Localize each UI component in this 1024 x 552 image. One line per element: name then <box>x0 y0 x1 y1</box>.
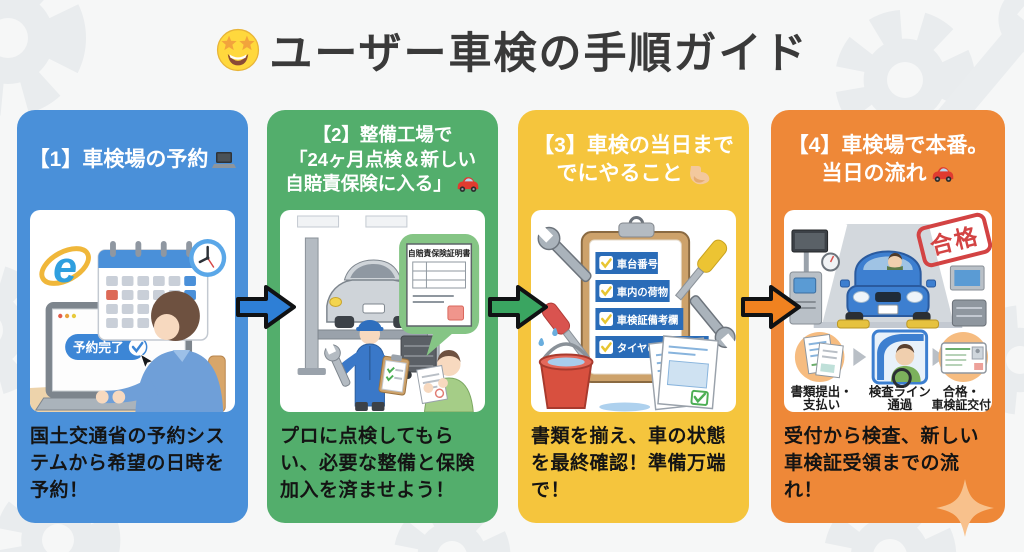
person-typing <box>95 291 224 412</box>
wrench-icon <box>324 343 351 387</box>
speech-bubble: 自賠責保険証明書 <box>399 234 480 356</box>
browser-logo-icon: e <box>39 244 91 293</box>
inspection-machines <box>789 229 987 327</box>
flow-arrow-2 <box>488 285 548 329</box>
biceps-emoji <box>689 165 709 185</box>
title-text: ユーザー車検の手順ガイド <box>269 30 809 78</box>
wrench-icon <box>537 226 592 283</box>
svg-text:車検証交付: 車検証交付 <box>932 397 991 412</box>
panel-2-illustration: 自賠責保険証明書 <box>280 210 485 412</box>
tool-cabinet <box>400 335 437 379</box>
substep-inspection-line <box>871 329 929 388</box>
mechanic <box>324 320 410 411</box>
checklist-item: 車内の荷物 <box>617 285 669 298</box>
substep-labels: 書類提出・ 支払い 検査ライン 通過 合格・ 車検証交付 <box>791 384 991 412</box>
substep-documents <box>794 332 845 382</box>
documents <box>648 335 720 411</box>
page-title: ユーザー車検の手順ガイド <box>0 10 1024 90</box>
svg-text:支払い: 支払い <box>802 397 840 412</box>
panel-3-illustration: 車台番号 車内の荷物 車検証備考欄 タイヤのホイール <box>531 210 736 412</box>
garage-lights <box>297 215 408 228</box>
insurance-certificate-title: 自賠責保険証明書 <box>408 248 470 258</box>
panel-1-header-text: 【1】車検場の予約 <box>28 148 209 172</box>
panel-step-4: 【4】車検場で本番。 当日の流れ <box>771 110 1005 523</box>
checklist-item: 車台番号 <box>617 257 658 270</box>
panel-3-header: 【3】車検の当日まで でにやること <box>533 134 734 185</box>
flow-arrow-1 <box>236 285 296 329</box>
inspected-car <box>836 250 940 329</box>
panel-1-header: 【1】車検場の予約 <box>17 110 248 210</box>
cursor-icon <box>139 352 155 370</box>
sparkle-icon <box>936 479 994 537</box>
checklist-clipboard <box>378 354 410 396</box>
svg-text:通過: 通過 <box>888 397 913 412</box>
panel-step-2: 【2】整備工場で 「24ヶ月点検＆新しい 自賠責保険に入る」 <box>267 110 498 523</box>
svg-text:合格・: 合格・ <box>943 384 980 399</box>
customer <box>416 350 474 412</box>
panel-4-illustration: 合格 <box>784 210 992 412</box>
clock-icon <box>189 239 227 277</box>
panel-step-3: 【3】車検の当日まで でにやること 車台番号 <box>518 110 749 523</box>
panel-1-illustration: 予約完了 <box>30 210 235 412</box>
step-arrow-icon <box>853 348 867 366</box>
lifted-car <box>326 259 422 328</box>
panel-step-1: 【1】車検場の予約 予約完了 <box>17 110 248 523</box>
red-car-emoji <box>457 177 479 193</box>
svg-text:e: e <box>53 244 77 293</box>
substep-certificate <box>938 332 989 382</box>
screwdriver-icon <box>674 239 728 301</box>
reserve-complete-button-label: 予約完了 <box>73 340 124 355</box>
panel-2-caption: プロに点検してもらい、必要な整備と保険加入を済ませよう！ <box>280 426 476 501</box>
panel-4-header: 【4】車検場で本番。 当日の流れ <box>787 134 989 185</box>
svg-text:書類提出・: 書類提出・ <box>791 384 853 399</box>
laptop-emoji <box>212 152 237 168</box>
panel-1-caption: 国土交通省の予約システムから希望の日時を予約！ <box>30 426 226 501</box>
panel-3-caption: 書類を揃え、車の状態を最終確認！準備万端で！ <box>531 426 727 501</box>
panel-4-caption: 受付から検査、新しい車検証受領までの流れ！ <box>784 426 980 501</box>
bucket <box>538 328 651 412</box>
panel-2-header: 【2】整備工場で 「24ヶ月点検＆新しい 自賠責保険に入る」 <box>267 110 498 210</box>
svg-text:検査ライン: 検査ライン <box>869 384 931 399</box>
red-car-emoji <box>932 167 953 182</box>
flow-arrow-3 <box>741 285 801 329</box>
star-struck-emoji <box>217 28 260 72</box>
checklist-item: 車検証備考欄 <box>617 313 678 326</box>
